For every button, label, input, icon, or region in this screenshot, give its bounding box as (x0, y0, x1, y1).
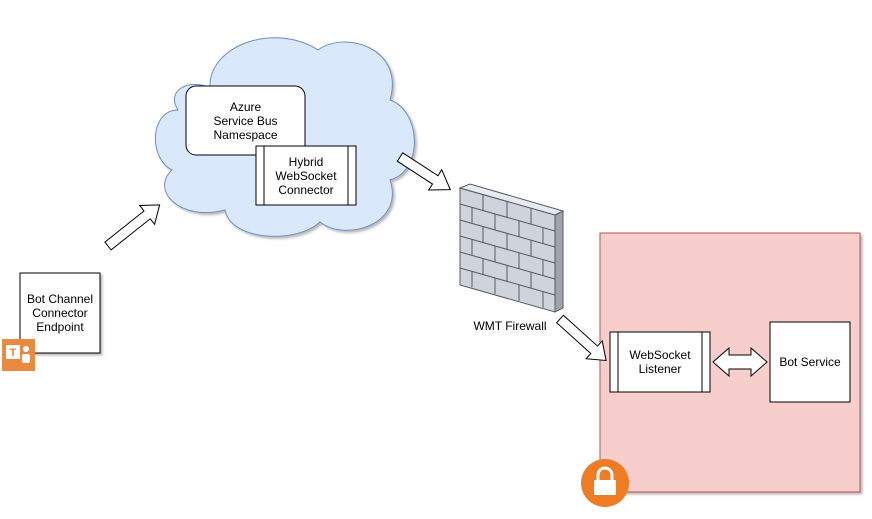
azure-namespace-box[interactable] (185, 85, 306, 156)
bot-channel-box[interactable] (19, 272, 101, 354)
brick-wall-icon (458, 183, 565, 313)
websocket-listener-box[interactable] (609, 331, 711, 393)
firewall-label: WMT Firewall (473, 319, 547, 333)
svg-text:T: T (10, 347, 17, 359)
arrow-channel-to-cloud (104, 204, 161, 251)
bot-service-box[interactable] (769, 321, 851, 403)
hybrid-connector-label: Hybrid WebSocket Connector (275, 154, 337, 197)
websocket-listener-label: WebSocket Listener (629, 348, 691, 376)
bot-channel-label: Bot Channel Connector Endpoint (26, 292, 94, 334)
azure-namespace-label: Azure Service Bus Namespace (213, 100, 278, 142)
microsoft-teams-icon: T (2, 339, 35, 371)
hybrid-connector-box[interactable] (255, 145, 357, 206)
arrow-cloud-to-firewall (396, 152, 452, 191)
bot-service-label: Bot Service (779, 355, 841, 369)
double-arrow-listener-service (712, 346, 768, 378)
lock-icon (581, 459, 629, 507)
arrow-firewall-to-listener (555, 314, 607, 362)
